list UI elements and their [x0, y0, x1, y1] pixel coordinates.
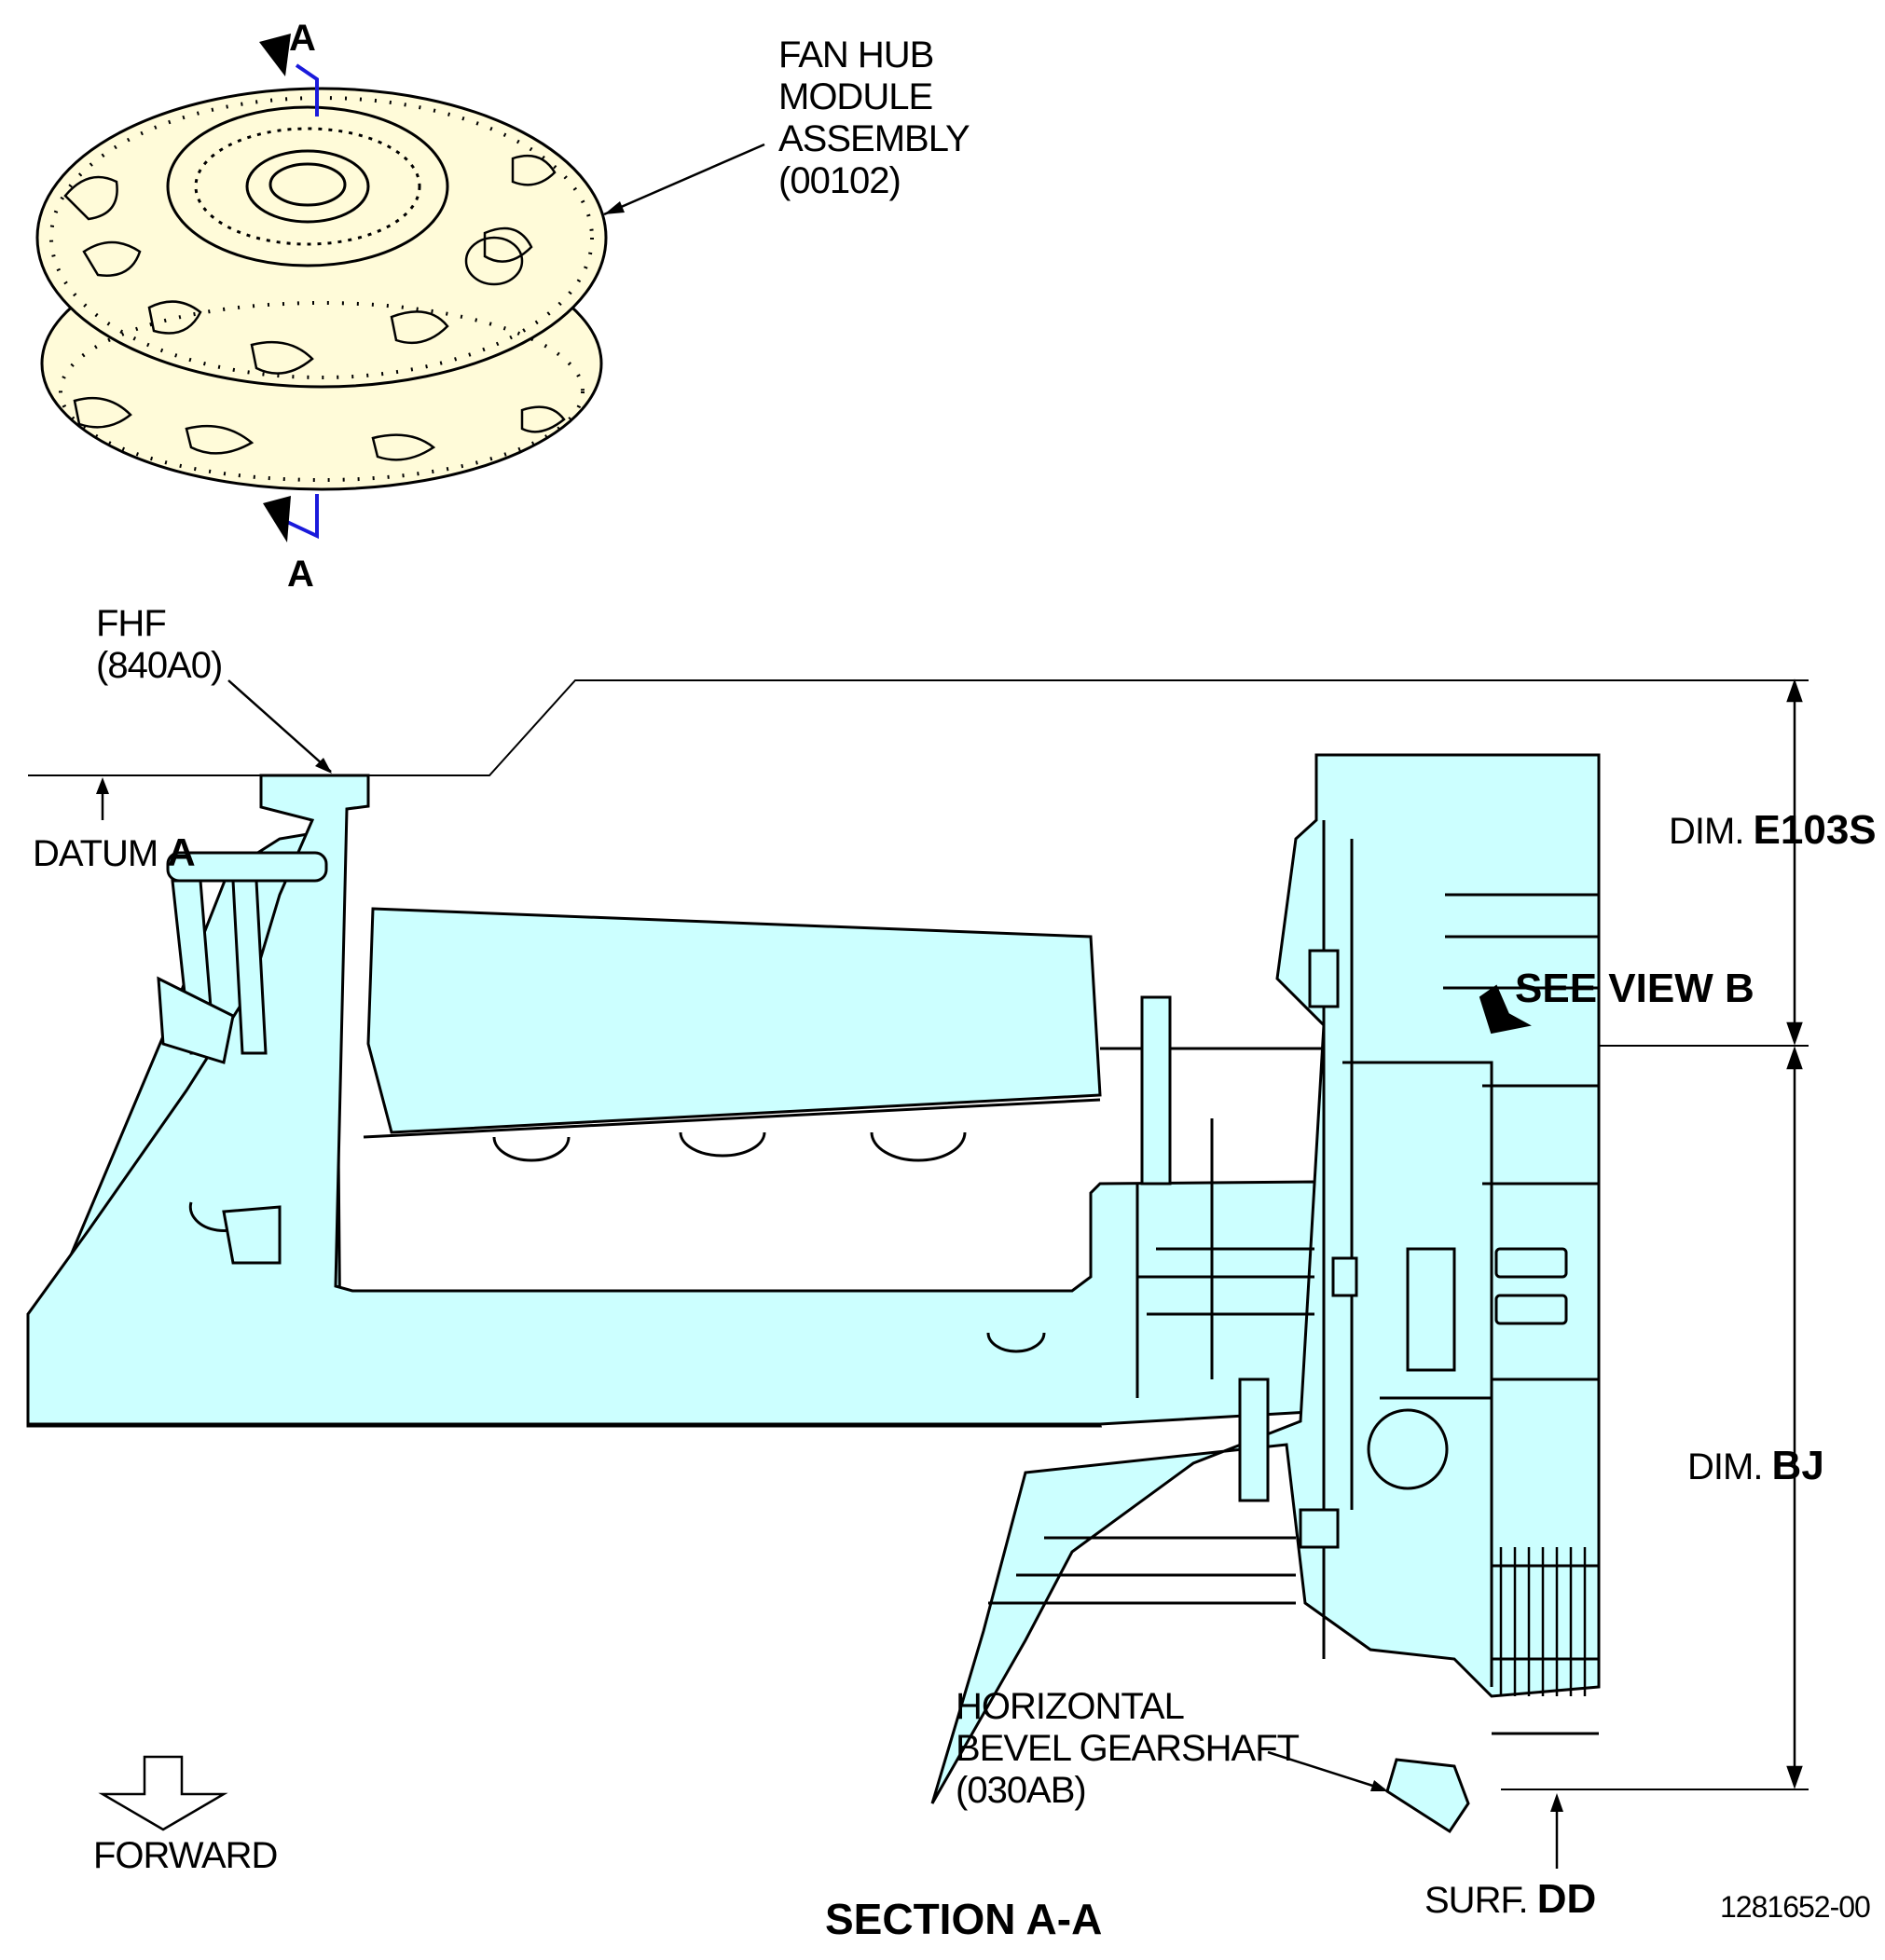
hbg-label-line-1: HORIZONTAL — [956, 1686, 1185, 1727]
dim-e103s-line — [1786, 678, 1803, 1046]
see-view-b-label: SEE VIEW B — [1515, 966, 1754, 1011]
fastener-details — [1140, 949, 1358, 1549]
fan-hub-assembly-view — [35, 87, 608, 491]
dim-bj-prefix: DIM. — [1687, 1446, 1772, 1487]
section-marker-bottom: A — [287, 554, 314, 595]
assembly-bolt-circle — [49, 96, 594, 379]
fhf-label-line-1: FHF — [96, 603, 167, 644]
assembly-lower-bolt-circle — [59, 301, 585, 482]
datum-a-letter: A — [167, 830, 196, 874]
fhf-leader — [227, 679, 332, 773]
surf-dd-label: SURF. DD — [1424, 1876, 1597, 1922]
assembly-hub-bore-inner — [268, 162, 347, 207]
reference-lines — [28, 679, 1809, 1790]
fhf-leader-arrow — [315, 758, 332, 774]
dim-bj-label: DIM. BJ — [1687, 1443, 1824, 1488]
hbg-leader — [1267, 1750, 1385, 1791]
slot-details — [188, 1098, 1568, 1490]
hbg-label-line-3: (030AB) — [956, 1770, 1087, 1811]
blade-band — [366, 907, 1102, 1134]
fan-hub-leader-arrow — [604, 201, 625, 214]
dim-e103s-value: E103S — [1753, 807, 1877, 853]
section-cut-line — [259, 34, 319, 542]
dim-e103s-prefix: DIM. — [1669, 811, 1754, 852]
fan-hub-label-line-3: ASSEMBLY — [778, 118, 970, 159]
bearing-ball — [1367, 1408, 1449, 1490]
assembly-details — [63, 154, 566, 461]
left-linkage — [157, 851, 328, 1265]
drawing-number: 1281652-00 — [1720, 1890, 1871, 1924]
datum-a-label: DATUM A — [33, 830, 196, 874]
datum-a-prefix: DATUM — [33, 833, 168, 874]
bevel-gearshaft-part — [1385, 1758, 1470, 1834]
assembly-blade-ring — [194, 127, 421, 246]
fan-hub-leader — [603, 143, 765, 216]
fan-hub-label-line-2: MODULE — [778, 76, 933, 117]
surf-dd-value: DD — [1536, 1876, 1597, 1922]
datum-a-arrow — [96, 777, 109, 794]
surf-dd-prefix: SURF. — [1424, 1880, 1537, 1921]
dim-e103s-label: DIM. E103S — [1669, 807, 1877, 853]
section-outer-casing — [930, 753, 1601, 1804]
dim-bj-line — [1786, 1046, 1803, 1789]
section-arrow-bottom — [263, 496, 291, 542]
forward-arrow-icon — [98, 1755, 228, 1831]
fhf-label-line-2: (840A0) — [96, 645, 223, 686]
forward-label: FORWARD — [93, 1835, 278, 1876]
dim-bj-value: BJ — [1771, 1443, 1824, 1488]
surf-dd-arrow — [1550, 1793, 1563, 1812]
section-title: SECTION A-A — [825, 1895, 1103, 1943]
hbg-label-line-2: BEVEL GEARSHAFT — [956, 1728, 1300, 1769]
fan-hub-label-line-4: (00102) — [778, 160, 901, 201]
hbg-leader-arrow — [1370, 1780, 1388, 1791]
see-view-b-arrow — [1479, 984, 1532, 1035]
section-marker-top: A — [289, 18, 316, 59]
gear-teeth — [1499, 1547, 1587, 1696]
section-arrow-top — [259, 34, 291, 76]
fan-hub-label-line-1: FAN HUB — [778, 34, 934, 75]
